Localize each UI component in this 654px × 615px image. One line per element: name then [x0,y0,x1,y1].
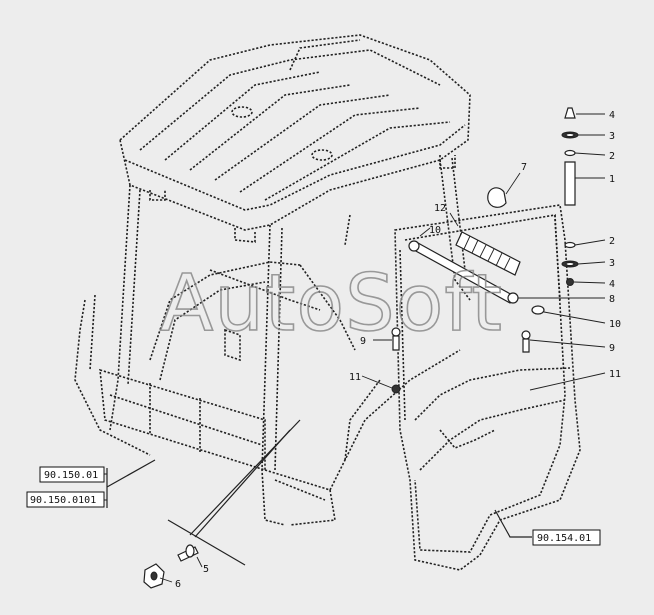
callout-12: 12 [434,203,446,214]
clip-part [487,187,507,208]
callout-numbers: 4 3 2 1 2 3 4 8 10 9 11 7 12 10 9 11 5 6 [175,110,621,590]
bolt-part [177,544,199,562]
callout-8: 8 [609,294,615,305]
callout-10-right: 10 [609,319,621,330]
ring-part [531,305,545,315]
reference-label-2: 90.150.0101 [30,495,96,506]
reference-label-3: 90.154.01 [537,533,591,544]
callout-11-right: 11 [609,369,621,380]
bellows-boot [455,231,521,276]
bumper-part [143,563,165,589]
gas-strut [408,240,519,304]
callout-5: 5 [203,564,209,575]
callout-6: 6 [175,579,181,590]
callout-4-top: 4 [609,110,615,121]
callout-7: 7 [521,162,527,173]
reference-box-90-150-01[interactable]: 90.150.01 [39,466,105,483]
reference-leaders [102,459,532,538]
cab-roof [119,34,471,243]
callout-3-top: 3 [609,131,615,142]
callout-9-right: 9 [609,343,615,354]
callout-11-left: 11 [349,372,361,383]
callout-leaders [159,113,606,583]
callout-9-left: 9 [360,336,366,347]
reference-box-90-154-01[interactable]: 90.154.01 [532,529,601,546]
callout-2-top: 2 [609,151,615,162]
callout-3-bottom: 3 [609,258,615,269]
callout-2-bottom: 2 [609,236,615,247]
callout-1: 1 [609,174,615,185]
nut-parts [391,384,401,394]
watermark-text: AutoSoft [160,259,503,349]
cab-frame [74,157,471,526]
reference-label-1: 90.150.01 [44,470,98,481]
pin-parts [391,327,531,353]
hinge-pin-stack [561,107,579,286]
callout-10-left: 10 [429,225,441,236]
reference-box-90-150-0101[interactable]: 90.150.0101 [26,491,105,508]
leader-lines-5 [167,419,301,566]
callout-4-bottom: 4 [609,279,615,290]
